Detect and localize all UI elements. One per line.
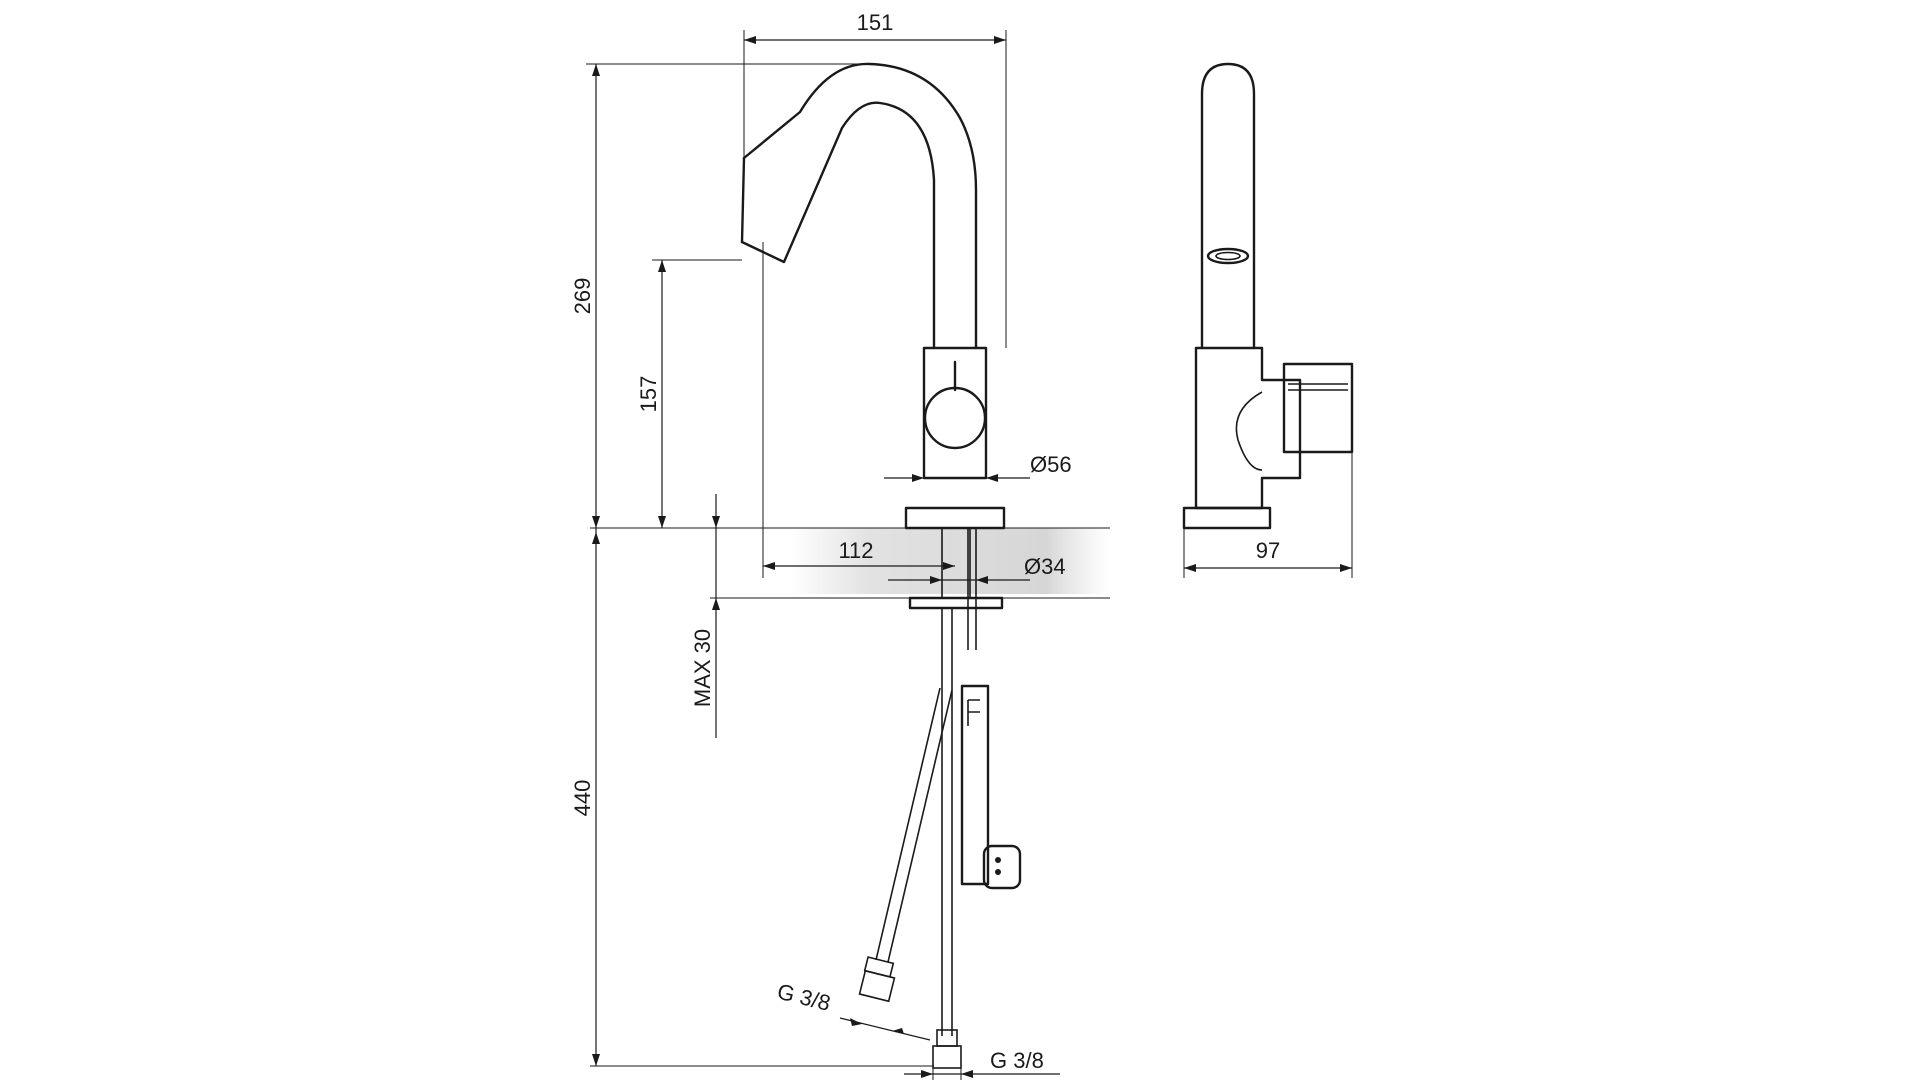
- hose-fitting-left: [858, 956, 896, 1003]
- dim-g38-left: G 3/8: [775, 979, 833, 1016]
- dimensions: 151 269 157 Ø56 112 Ø34: [570, 10, 1353, 1080]
- clip-dot-1: [995, 857, 1001, 863]
- side-handle-detail: [1235, 383, 1348, 471]
- clip-connector: [982, 844, 1022, 890]
- dim-max30: MAX 30: [690, 629, 715, 707]
- side-handle: [1282, 362, 1354, 454]
- flex-hose-a: [875, 687, 941, 961]
- dim-269: 269: [570, 278, 595, 315]
- flex-hose-b: [887, 689, 953, 963]
- dim-d56: Ø56: [1030, 452, 1072, 477]
- spout-tip: [740, 156, 746, 244]
- dim-d34: Ø34: [1024, 554, 1066, 579]
- spout-outline: [740, 62, 978, 350]
- cartridge-mark: [967, 699, 980, 726]
- dim-151: 151: [857, 10, 894, 35]
- aerator: [1206, 247, 1250, 265]
- side-base: [1182, 506, 1272, 530]
- side-spout: [1200, 62, 1256, 350]
- front-view: [740, 62, 1110, 1069]
- dim-157: 157: [636, 376, 661, 413]
- aerator-inner: [1215, 251, 1241, 261]
- handle-knob: [923, 386, 987, 450]
- cartridge-box: [960, 684, 990, 886]
- dim-112: 112: [838, 538, 873, 563]
- dim-97: 97: [1256, 538, 1280, 563]
- clip-dot-2: [995, 869, 1001, 875]
- base-plate: [904, 506, 1006, 530]
- side-view: [1182, 62, 1354, 530]
- dim-440: 440: [570, 780, 595, 817]
- dim-g38-bottom: G 3/8: [990, 1048, 1044, 1073]
- deck-section-shade: [790, 528, 1110, 594]
- hose-fitting-bottom: [932, 1029, 962, 1069]
- mounting-plate: [908, 596, 1004, 610]
